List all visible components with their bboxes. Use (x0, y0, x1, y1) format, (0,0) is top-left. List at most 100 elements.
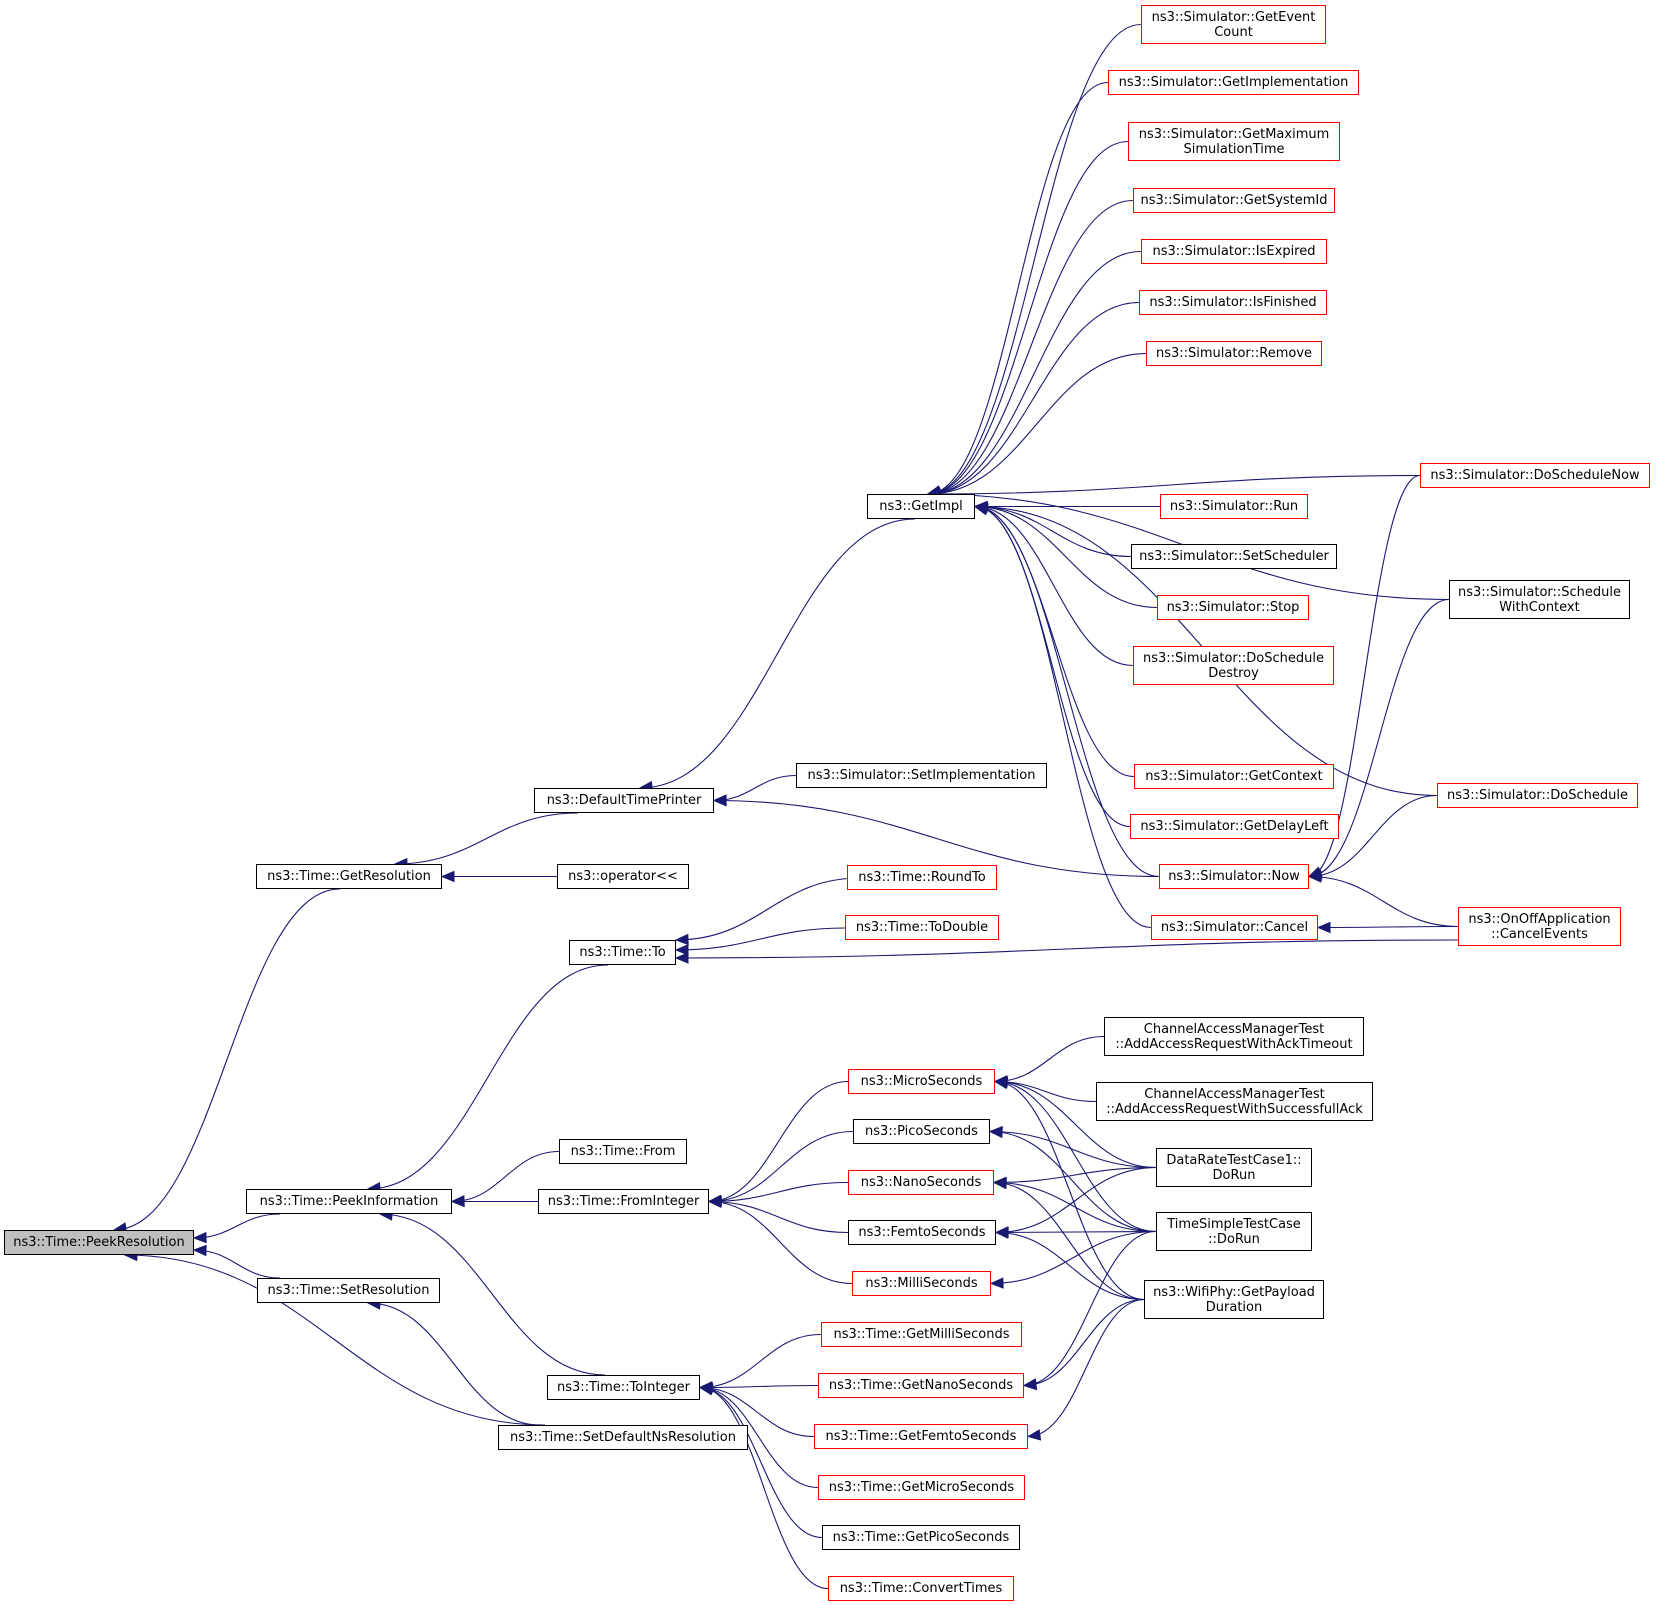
edge-getimpl-to-isexpired (926, 250, 1142, 499)
node-dosched[interactable]: ns3::Simulator::DoSchedule (1437, 783, 1638, 808)
edge-micro-to-wifipayload (993, 1077, 1145, 1301)
node-label: ::DoRun (1208, 1231, 1260, 1247)
node-label: ChannelAccessManagerTest (1144, 1086, 1325, 1102)
node-label: ns3::Time::ToInteger (556, 1380, 691, 1395)
node-label: ::AddAccessRequestWithSuccessfullAck (1106, 1101, 1363, 1117)
edge-deftp-to-now (712, 794, 1160, 878)
node-label: ns3::Simulator::Schedule (1457, 584, 1622, 600)
node-micro[interactable]: ns3::MicroSeconds (848, 1069, 995, 1094)
edge-getimpl-to-cancel (973, 504, 1152, 929)
node-timeto[interactable]: ns3::Time::To (569, 940, 676, 965)
node-run[interactable]: ns3::Simulator::Run (1160, 494, 1308, 519)
edge-getres-to-oplt (440, 870, 557, 883)
node-setsched[interactable]: ns3::Simulator::SetScheduler (1131, 544, 1337, 569)
edge-timeto-to-onoffcancel (674, 939, 1459, 964)
node-label: DoRun (1212, 1167, 1256, 1183)
edge-femto-to-wifipayload (994, 1227, 1145, 1301)
node-getimplementation[interactable]: ns3::Simulator::GetImplementation (1108, 70, 1359, 95)
edge-peekres-to-getres (112, 888, 341, 1234)
node-label: SimulationTime (1183, 141, 1285, 157)
node-getimpl[interactable]: ns3::GetImpl (867, 494, 975, 519)
edge-micro-to-camack (993, 1035, 1105, 1087)
node-label: ns3::Simulator::Remove (1155, 346, 1313, 361)
node-stop[interactable]: ns3::Simulator::Stop (1157, 595, 1309, 620)
node-convtimes[interactable]: ns3::Time::ConvertTimes (828, 1576, 1014, 1601)
node-deftp[interactable]: ns3::DefaultTimePrinter (534, 788, 714, 813)
node-label: ns3::Time::RoundTo (858, 870, 986, 885)
edge-getimpl-to-geteventcount (926, 23, 1142, 497)
node-setdefns[interactable]: ns3::Time::SetDefaultNsResolution (498, 1425, 748, 1450)
node-label: ns3::Time::ToDouble (855, 920, 989, 935)
edge-getres-to-deftp (393, 812, 579, 870)
node-label: ns3::OnOffApplication (1468, 911, 1611, 927)
node-label: ns3::Simulator::IsFinished (1149, 295, 1317, 310)
node-label: ns3::PicoSeconds (865, 1124, 978, 1139)
node-label: ns3::GetImpl (879, 499, 963, 514)
node-getdelayleft[interactable]: ns3::Simulator::GetDelayLeft (1130, 814, 1339, 839)
edge-fromint-to-milli (707, 1196, 853, 1285)
edge-pico-to-timesimple (988, 1126, 1157, 1233)
node-getmilli[interactable]: ns3::Time::GetMilliSeconds (821, 1322, 1022, 1347)
node-setimpl[interactable]: ns3::Simulator::SetImplementation (796, 763, 1047, 788)
node-getres[interactable]: ns3::Time::GetResolution (256, 864, 442, 889)
node-setres[interactable]: ns3::Time::SetResolution (257, 1278, 440, 1303)
node-label: ns3::Time::To (579, 945, 666, 960)
node-timefrom[interactable]: ns3::Time::From (559, 1139, 687, 1164)
edge-pico-to-datarate (988, 1126, 1157, 1169)
node-label: DataRateTestCase1:: (1166, 1152, 1302, 1168)
node-todouble[interactable]: ns3::Time::ToDouble (845, 915, 999, 940)
node-roundto[interactable]: ns3::Time::RoundTo (847, 865, 997, 890)
node-isfinished[interactable]: ns3::Simulator::IsFinished (1139, 290, 1327, 315)
node-getsysid[interactable]: ns3::Simulator::GetSystemId (1133, 188, 1335, 213)
node-getfemto[interactable]: ns3::Time::GetFemtoSeconds (814, 1424, 1028, 1449)
node-getmicro[interactable]: ns3::Time::GetMicroSeconds (818, 1475, 1025, 1500)
edge-peekinfo-to-fromint (450, 1195, 538, 1208)
edge-toint-to-getmilli (698, 1333, 822, 1393)
node-label: ns3::Time::ConvertTimes (839, 1581, 1003, 1596)
node-peekinfo[interactable]: ns3::Time::PeekInformation (246, 1189, 452, 1214)
node-label: ns3::operator<< (568, 869, 678, 884)
node-timesimple[interactable]: TimeSimpleTestCase::DoRun (1156, 1212, 1312, 1251)
node-label: ns3::Simulator::Stop (1166, 600, 1300, 615)
node-getpico[interactable]: ns3::Time::GetPicoSeconds (822, 1525, 1020, 1550)
node-fromint[interactable]: ns3::Time::FromInteger (538, 1189, 709, 1214)
edge-femto-to-datarate (994, 1166, 1157, 1238)
node-now[interactable]: ns3::Simulator::Now (1159, 864, 1309, 889)
node-peekres[interactable]: ns3::Time::PeekResolution (4, 1230, 194, 1255)
node-pico[interactable]: ns3::PicoSeconds (853, 1119, 990, 1144)
node-camsucc[interactable]: ChannelAccessManagerTest::AddAccessReque… (1096, 1082, 1373, 1121)
node-datarate[interactable]: DataRateTestCase1::DoRun (1156, 1148, 1312, 1187)
node-onoffcancel[interactable]: ns3::OnOffApplication::CancelEvents (1458, 907, 1621, 946)
node-getcontext[interactable]: ns3::Simulator::GetContext (1134, 764, 1334, 789)
node-isexpired[interactable]: ns3::Simulator::IsExpired (1141, 239, 1327, 264)
node-label: ns3::Simulator::SetImplementation (807, 768, 1036, 783)
node-remove[interactable]: ns3::Simulator::Remove (1146, 341, 1322, 366)
node-milli[interactable]: ns3::MilliSeconds (852, 1271, 991, 1296)
node-nano[interactable]: ns3::NanoSeconds (848, 1170, 994, 1195)
edge-nano-to-wifipayload (992, 1177, 1145, 1301)
node-cancel[interactable]: ns3::Simulator::Cancel (1151, 915, 1318, 940)
node-femto[interactable]: ns3::FemtoSeconds (848, 1220, 996, 1245)
edge-getimpl-to-getcontext (973, 503, 1135, 778)
node-camack[interactable]: ChannelAccessManagerTest::AddAccessReque… (1104, 1017, 1364, 1056)
node-label: ns3::Time::PeekResolution (13, 1235, 185, 1250)
node-label: ns3::Time::GetMicroSeconds (828, 1480, 1015, 1495)
node-label: WithContext (1499, 599, 1580, 615)
edge-toint-to-getnano (698, 1381, 819, 1394)
node-label: ns3::Simulator::Cancel (1160, 920, 1309, 935)
node-getnano[interactable]: ns3::Time::GetNanoSeconds (818, 1373, 1024, 1398)
node-label: ChannelAccessManagerTest (1143, 1021, 1325, 1037)
edge-milli-to-timesimple (989, 1230, 1157, 1289)
node-toint[interactable]: ns3::Time::ToInteger (547, 1375, 700, 1400)
node-oplt[interactable]: ns3::operator<< (557, 864, 689, 889)
node-doschednow[interactable]: ns3::Simulator::DoScheduleNow (1420, 463, 1650, 488)
edge-fromint-to-micro (707, 1080, 849, 1207)
edge-deftp-to-getimpl (638, 518, 916, 793)
